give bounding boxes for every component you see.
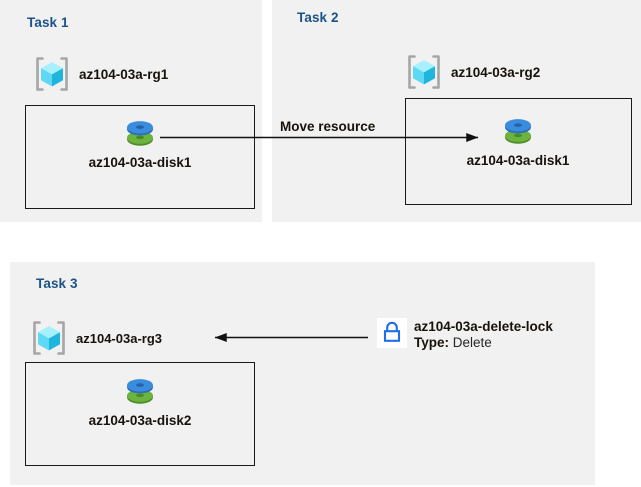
lock-type-line: Type: Delete (414, 335, 553, 351)
resource-label-task-3: az104-03a-disk2 (88, 413, 192, 428)
managed-disk-icon (127, 379, 153, 404)
resource-task-3: az104-03a-disk2 (60, 370, 220, 428)
resource-box-task-2 (405, 98, 632, 205)
panel-task-2 (272, 0, 641, 222)
panel-title-task-1: Task 1 (27, 15, 69, 30)
managed-disk-icon (505, 119, 531, 144)
resource-group-task-2: az104-03a-rg2 (405, 54, 540, 90)
resource-task-1: az104-03a-disk1 (60, 112, 220, 170)
resource-group-task-3: az104-03a-rg3 (30, 320, 162, 356)
resource-group-task-1: az104-03a-rg1 (33, 56, 168, 92)
panel-task-1 (0, 0, 262, 222)
resource-label-task-2: az104-03a-disk1 (466, 153, 570, 168)
resource-group-cube-icon (36, 57, 68, 91)
panel-title-task-3: Task 3 (36, 276, 78, 291)
padlock-icon-background (377, 318, 407, 348)
resource-box-task-1 (25, 105, 255, 209)
resource-label-task-1: az104-03a-disk1 (88, 155, 192, 170)
resource-group-cube-icon (33, 321, 65, 355)
panel-task-3 (10, 262, 595, 485)
resource-task-2: az104-03a-disk1 (438, 110, 598, 168)
resource-group-label-task-3: az104-03a-rg3 (76, 330, 162, 346)
lock-name: az104-03a-delete-lock (414, 319, 553, 334)
move-resource-label: Move resource (280, 119, 376, 134)
resource-box-task-3 (25, 362, 255, 466)
padlock-icon (383, 321, 401, 342)
resource-lock: az104-03a-delete-lock Type: Delete (377, 318, 553, 351)
lock-type-key: Type: (414, 334, 453, 350)
lock-type-value: Delete (452, 334, 492, 350)
lock-text-block: az104-03a-delete-lock Type: Delete (414, 318, 553, 351)
resource-group-label-task-1: az104-03a-rg1 (79, 66, 169, 82)
resource-group-cube-icon (408, 55, 440, 89)
managed-disk-icon (127, 121, 153, 146)
resource-group-label-task-2: az104-03a-rg2 (451, 64, 541, 80)
panel-title-task-2: Task 2 (297, 10, 339, 25)
